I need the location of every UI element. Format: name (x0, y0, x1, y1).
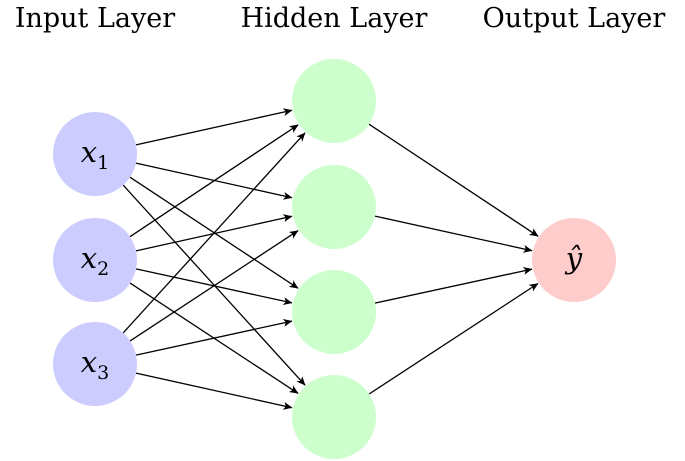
input-node-x1 (53, 112, 137, 196)
edge-hidden-4-to-output (368, 282, 539, 395)
input-label-x2: x2 (81, 241, 109, 280)
edge-hidden-2-to-output (374, 215, 533, 253)
hidden-node-2 (292, 165, 376, 249)
edge-hidden-3-to-output (374, 267, 533, 304)
output-label-y-hat: ŷ (564, 241, 583, 275)
input-layer-title: Input Layer (15, 3, 175, 34)
input-node-x2 (53, 218, 137, 302)
input-node-x3 (53, 322, 137, 406)
hidden-node-3 (292, 270, 376, 354)
input-label-x3: x3 (81, 345, 109, 384)
hidden-node-1 (292, 59, 376, 143)
edge-x3-to-hidden-4 (135, 372, 293, 410)
edge-hidden-1-to-output (368, 123, 539, 237)
hidden-node-4 (292, 375, 376, 459)
hidden-layer-title: Hidden Layer (241, 3, 428, 34)
edge-x3-to-hidden-1 (122, 132, 306, 334)
output-layer-title: Output Layer (483, 3, 666, 34)
output-node (532, 218, 616, 302)
hidden-layer (292, 59, 376, 459)
edge-x3-to-hidden-3 (135, 319, 293, 356)
output-layer: ŷ (532, 218, 616, 302)
edge-x1-to-hidden-1 (135, 108, 293, 146)
input-layer: x1 x2 x3 (53, 112, 137, 406)
input-label-x1: x1 (81, 135, 109, 174)
edge-x2-to-hidden-1 (129, 124, 299, 238)
edge-x3-to-hidden-2 (129, 230, 299, 342)
connections (122, 108, 539, 410)
